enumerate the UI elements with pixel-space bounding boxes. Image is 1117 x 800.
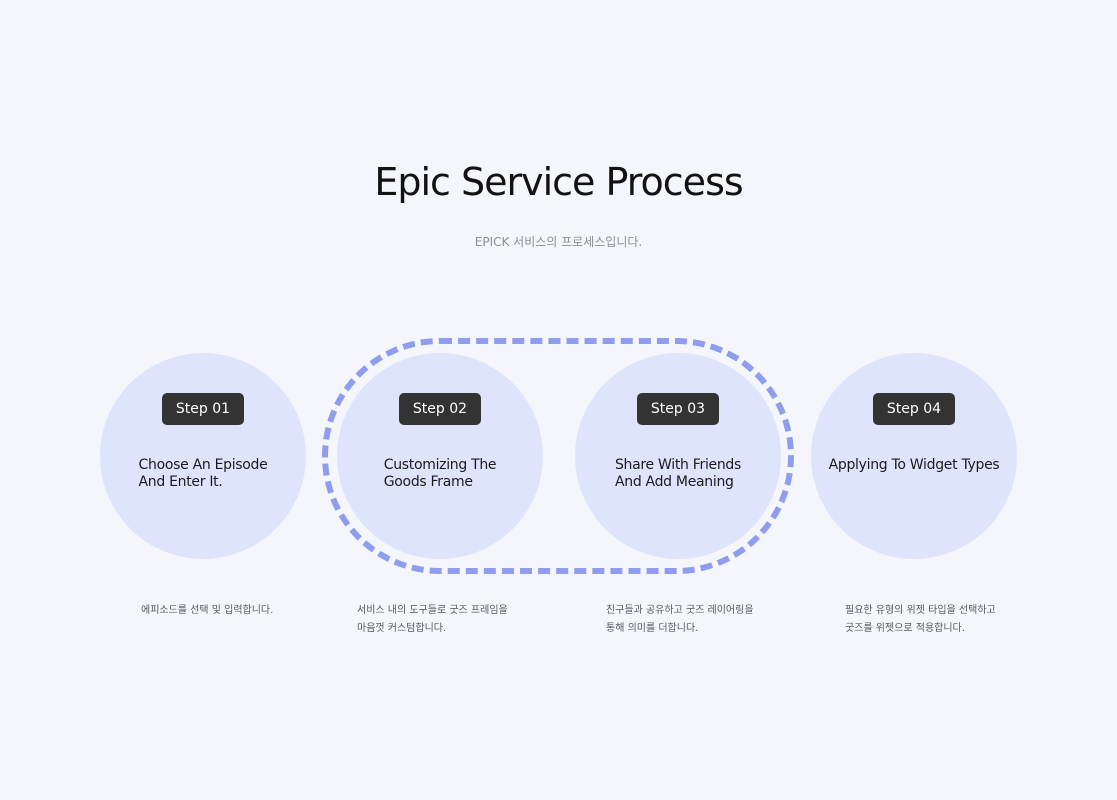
step-desc-4-line-2: 굿즈를 위젯으로 적용합니다. [845,623,965,634]
step-title-1-line-1: Choose An Episode [138,457,268,473]
step-title-4: Applying To Widget Types [811,457,1017,474]
step-title-1-line-2: And Enter It. [138,474,223,490]
step-circle-4: Step 04 Applying To Widget Types [811,353,1017,559]
step-desc-3: 친구들과 공유하고 굿즈 레이어링을 통해 의미를 더합니다. [606,602,754,638]
step-circle-2: Step 02 Customizing The Goods Frame [337,353,543,559]
step-desc-1-line-1: 에피소드를 선택 및 입력합니다. [141,605,274,616]
step-desc-4-line-1: 필요한 유형의 위젯 타입을 선택하고 [845,605,996,616]
step-desc-2: 서비스 내의 도구들로 굿즈 프레임을 마음껏 커스텀합니다. [357,602,508,638]
step-desc-1: 에피소드를 선택 및 입력합니다. [141,602,273,620]
step-title-1: Choose An Episode And Enter It. [100,457,306,491]
page-subtitle: EPICK 서비스의 프로세스입니다. [474,235,643,249]
step-badge-2: Step 02 [399,393,481,425]
step-title-2-line-1: Customizing The [383,457,497,473]
step-title-2: Customizing The Goods Frame [337,457,543,491]
page-title: Epic Service Process [374,160,743,204]
step-title-3: Share With Friends And Add Meaning [575,457,781,491]
step-badge-3: Step 03 [637,393,719,425]
step-desc-2-line-2: 마음껏 커스텀합니다. [357,623,447,634]
step-title-3-line-1: Share With Friends [614,457,742,473]
step-circle-3: Step 03 Share With Friends And Add Meani… [575,353,781,559]
highlight-dashed-outline [322,338,794,574]
step-desc-3-line-1: 친구들과 공유하고 굿즈 레이어링을 [606,605,754,616]
step-desc-4: 필요한 유형의 위젯 타입을 선택하고 굿즈를 위젯으로 적용합니다. [845,602,996,638]
step-title-2-line-2: Goods Frame [383,474,473,490]
step-desc-2-line-1: 서비스 내의 도구들로 굿즈 프레임을 [357,605,508,616]
step-circle-1: Step 01 Choose An Episode And Enter It. [100,353,306,559]
step-badge-4: Step 04 [873,393,955,425]
step-title-4-line-1: Applying To Widget Types [828,457,1000,473]
step-badge-1: Step 01 [162,393,244,425]
step-title-3-line-2: And Add Meaning [614,474,734,490]
step-desc-3-line-2: 통해 의미를 더합니다. [606,623,699,634]
